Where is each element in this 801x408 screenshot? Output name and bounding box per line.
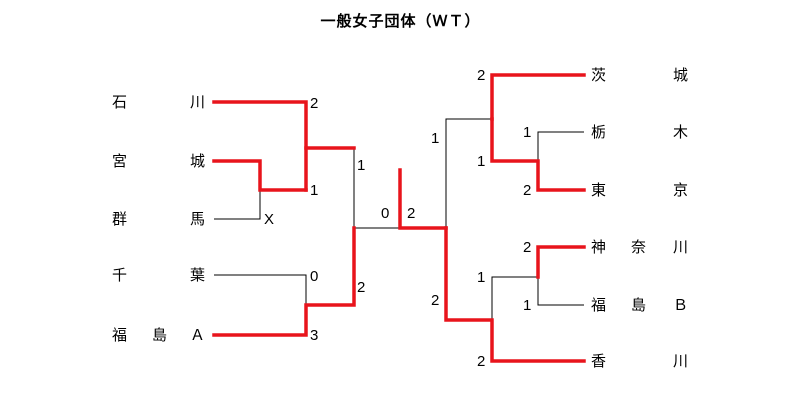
line-tochigi-tokyo bbox=[537, 131, 584, 161]
win-final-stub bbox=[398, 168, 448, 230]
line-right-upper-semi bbox=[445, 118, 492, 228]
score-tokyo: 2 bbox=[523, 182, 532, 199]
score-right-lower-semi: 2 bbox=[431, 292, 440, 309]
line-kanagawa-fb-up bbox=[491, 276, 538, 361]
team-fukushima-b: 福 島 Ｂ bbox=[591, 296, 689, 314]
score-fukushima-a: 3 bbox=[310, 327, 319, 344]
score-chiba: 0 bbox=[310, 268, 319, 285]
score-fukushima-b: 1 bbox=[523, 297, 532, 314]
score-left-upper-semi: 1 bbox=[357, 157, 366, 174]
line-fukushimaB bbox=[537, 247, 584, 306]
team-chiba: 千 葉 bbox=[112, 266, 206, 284]
score-kanagawa-fb-winner: 1 bbox=[477, 269, 486, 286]
team-ibaraki: 茨 城 bbox=[591, 66, 689, 84]
score-ibaraki: 2 bbox=[477, 67, 486, 84]
win-miyagi bbox=[212, 159, 308, 192]
team-fukushima-a: 福 島 Ａ bbox=[112, 326, 206, 344]
team-ishikawa: 石 川 bbox=[112, 93, 206, 111]
team-kagawa: 香 川 bbox=[591, 352, 689, 370]
score-gunma: X bbox=[264, 211, 275, 228]
score-tochigi-tokyo-winner: 1 bbox=[477, 153, 486, 170]
team-miyagi: 宮 城 bbox=[112, 152, 206, 170]
win-ishikawa bbox=[212, 100, 356, 150]
team-tochigi: 栃 木 bbox=[591, 123, 689, 141]
page-title: 一般女子団体（ＷＴ） bbox=[320, 12, 481, 30]
win-tokyo bbox=[490, 117, 586, 192]
score-ishikawa: 2 bbox=[310, 95, 319, 112]
score-kagawa: 2 bbox=[477, 353, 486, 370]
win-kanagawa bbox=[536, 245, 586, 279]
score-final-left: 0 bbox=[381, 205, 390, 222]
score-tochigi: 1 bbox=[523, 124, 532, 141]
win-kagawa bbox=[444, 226, 586, 363]
bracket-lines-winners bbox=[212, 73, 586, 363]
win-ibaraki bbox=[490, 73, 586, 121]
score-final-right: 2 bbox=[407, 205, 416, 222]
score-miyagi: 1 bbox=[310, 182, 319, 199]
team-kanagawa: 神 奈 川 bbox=[591, 238, 689, 256]
line-chiba bbox=[214, 274, 307, 305]
team-tokyo: 東 京 bbox=[591, 181, 689, 199]
line-gunma bbox=[214, 190, 261, 220]
score-kanagawa: 2 bbox=[523, 239, 532, 256]
win-fukushimaA bbox=[212, 226, 356, 337]
score-right-upper-semi: 1 bbox=[431, 130, 440, 147]
team-gunma: 群 馬 bbox=[112, 210, 206, 228]
score-left-lower-semi: 2 bbox=[357, 279, 366, 296]
